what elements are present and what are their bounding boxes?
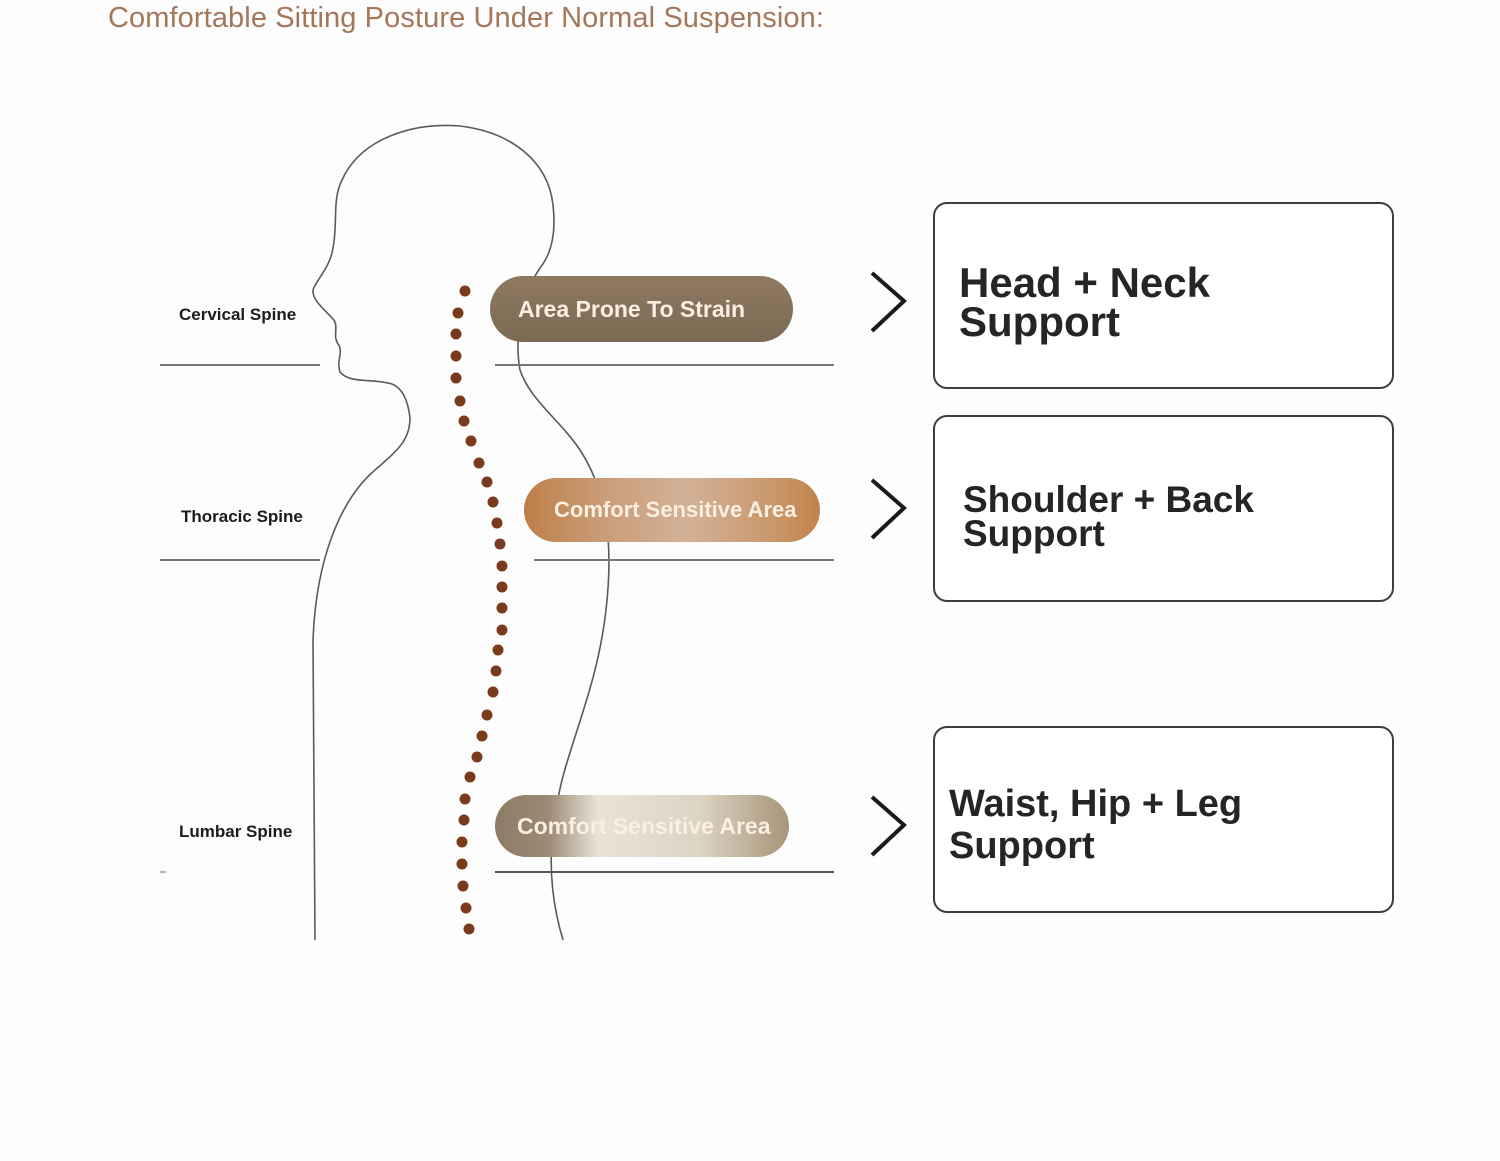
vertebra-dot: [481, 476, 493, 488]
vertebra-dot: [464, 771, 476, 783]
vertebra-dot: [458, 814, 470, 826]
vertebra-dot: [459, 285, 471, 297]
thoracic-comfort-pill: Comfort Sensitive Area: [524, 478, 820, 542]
vertebra-dot: [458, 415, 470, 427]
vertebra-dot: [487, 686, 499, 698]
vertebra-dot: [465, 435, 477, 447]
box-line2: Support: [959, 297, 1120, 345]
box-line1: Waist, Hip + Leg: [949, 783, 1243, 825]
lumbar-spine-label: Lumbar Spine: [179, 822, 293, 841]
vertebra-dot: [492, 644, 504, 656]
vertebra-dot: [496, 624, 508, 636]
vertebra-dot: [460, 902, 472, 914]
page-title: Comfortable Sitting Posture Under Normal…: [108, 2, 825, 34]
head-neck-support-box: Head + Neck Support: [933, 202, 1394, 389]
vertebra-dot: [456, 858, 468, 870]
vertebra-dot: [450, 372, 462, 384]
shoulder-back-support-box: Shoulder + Back Support: [933, 415, 1394, 602]
waist-hip-leg-support-box: Waist, Hip + Leg Support: [933, 726, 1394, 913]
vertebra-dot: [463, 923, 475, 935]
vertebra-dot: [487, 496, 499, 508]
vertebra-dot: [454, 395, 466, 407]
vertebra-dot: [491, 517, 503, 529]
vertebra-dot: [450, 350, 462, 362]
vertebra-dot: [496, 560, 508, 572]
box-line2: Support: [949, 824, 1095, 867]
box-line1: Shoulder + Back: [963, 479, 1254, 520]
pill-label: Comfort Sensitive Area: [517, 812, 771, 839]
thoracic-spine-label: Thoracic Spine: [181, 507, 303, 526]
vertebra-dot: [481, 709, 493, 721]
pill-label: Comfort Sensitive Area: [554, 497, 797, 522]
vertebra-dot: [456, 836, 468, 848]
box-line2: Support: [963, 513, 1105, 555]
chevron-right-icon: [870, 271, 907, 333]
cervical-spine-label: Cervical Spine: [179, 305, 297, 324]
vertebra-dot: [496, 581, 508, 593]
body-outline: [312, 124, 610, 941]
vertebra-dot: [459, 793, 471, 805]
vertebra-dot: [490, 665, 502, 677]
vertebra-dot: [476, 730, 488, 742]
vertebra-dot: [496, 602, 508, 614]
vertebra-dot: [494, 538, 506, 550]
box-line1: Head + Neck: [959, 259, 1210, 306]
chevron-right-icon: [870, 478, 907, 540]
lumbar-comfort-pill: Comfort Sensitive Area: [495, 795, 789, 857]
spine-dots: [450, 285, 508, 935]
vertebra-dot: [473, 457, 485, 469]
vertebra-dot: [452, 307, 464, 319]
strain-area-pill: Area Prone To Strain: [490, 276, 793, 342]
vertebra-dot: [471, 751, 483, 763]
pill-label: Area Prone To Strain: [518, 295, 746, 322]
chevron-right-icon: [870, 795, 907, 857]
vertebra-dot: [450, 328, 462, 340]
vertebra-dot: [457, 880, 469, 892]
